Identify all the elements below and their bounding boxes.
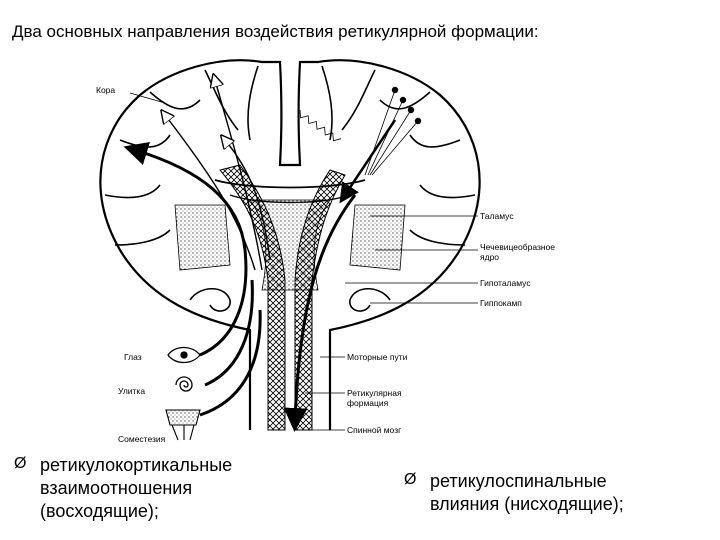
label-thalamus: Таламус bbox=[480, 211, 514, 221]
label-cochlea: Улитка bbox=[118, 386, 145, 396]
bullet-left-line-1: ретикулокортикальные bbox=[40, 455, 233, 475]
label-reticular-2: формация bbox=[347, 398, 389, 408]
bullet-left-line-2: взаимоотношения bbox=[40, 478, 193, 499]
bullet-right-line-2: влияния (нисходящие); bbox=[430, 494, 624, 515]
eye-icon bbox=[167, 346, 201, 364]
bullet-right-line-1: ретикулоспинальные bbox=[430, 471, 607, 491]
cortical-neurons bbox=[299, 86, 422, 176]
sensory-arrows bbox=[123, 142, 262, 417]
label-hypothalamus: Гипоталамус bbox=[480, 278, 531, 288]
label-hippocampus: Гиппокамп bbox=[480, 298, 522, 308]
page-title: Два основных направления воздействия рет… bbox=[12, 22, 539, 41]
label-leaders bbox=[129, 92, 478, 431]
label-lentiform-nucleus-1: Чечевицеобразное bbox=[480, 242, 555, 252]
bullet-reticulospinal: Ø ретикулоспинальные влияния (нисходящие… bbox=[404, 470, 714, 516]
brain-diagram: Кора Таламус Чечевицеобразное ядро Гипот… bbox=[96, 59, 555, 444]
label-eye: Глаз bbox=[124, 352, 142, 362]
descending-arrow bbox=[283, 119, 397, 432]
label-motor-paths: Моторные пути bbox=[347, 352, 408, 362]
label-spinal-cord: Спинной мозг bbox=[347, 425, 401, 435]
label-cortex: Кора bbox=[96, 85, 115, 95]
bullet-left-line-3: (восходящие); bbox=[40, 501, 159, 522]
reticular-formation bbox=[219, 164, 346, 431]
bullet-marker-icon: Ø bbox=[404, 471, 417, 488]
label-somesthesia: Соместезия bbox=[118, 434, 166, 444]
somesthesia-icon bbox=[165, 409, 201, 441]
stippled-nuclei bbox=[174, 199, 406, 291]
bullet-reticulocortical: Ø ретикулокортикальные взаимоотношения (… bbox=[14, 454, 314, 523]
cochlea-icon bbox=[175, 376, 193, 392]
label-lentiform-nucleus-2: ядро bbox=[480, 252, 499, 262]
label-reticular-1: Ретикулярная bbox=[347, 388, 402, 398]
bullet-marker-icon: Ø bbox=[14, 455, 27, 472]
